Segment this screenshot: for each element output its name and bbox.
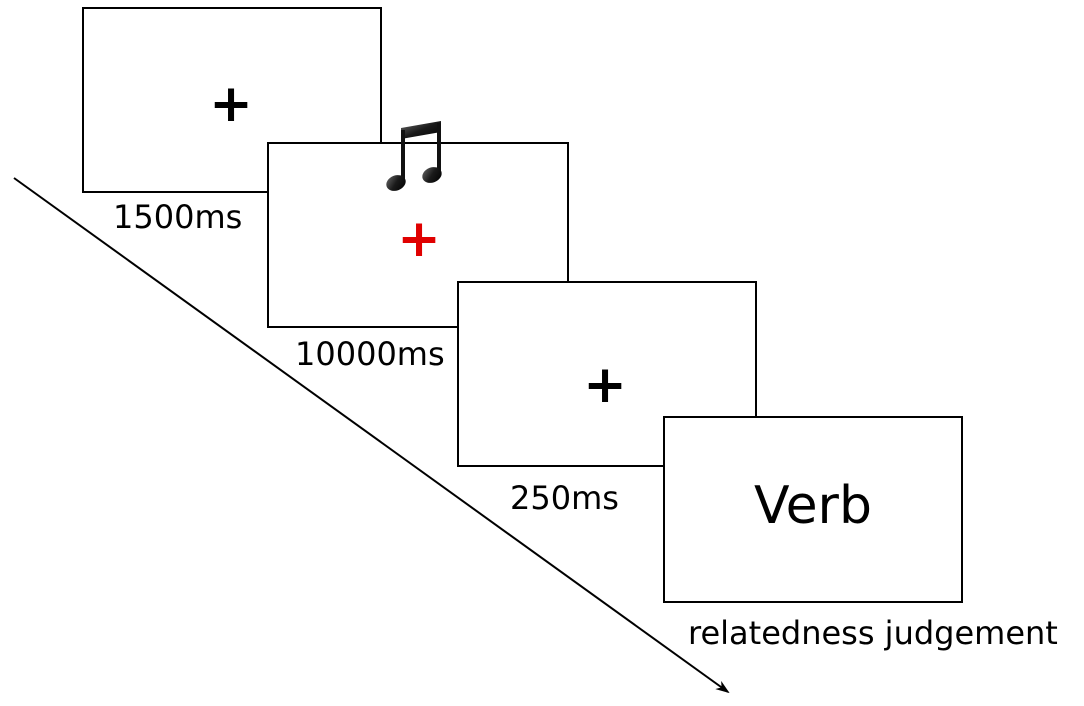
target-word-screen: Verb bbox=[663, 416, 963, 603]
duration-label: 250ms bbox=[510, 479, 619, 517]
target-word: Verb bbox=[754, 476, 872, 536]
fixation-cross: + bbox=[209, 74, 253, 134]
duration-label: 10000ms bbox=[295, 335, 445, 373]
fixation-cross: + bbox=[583, 355, 627, 415]
duration-label: 1500ms bbox=[113, 198, 243, 236]
music-note-icon bbox=[386, 121, 442, 191]
task-label: relatedness judgement bbox=[688, 614, 1058, 652]
red-fixation-cross: + bbox=[397, 209, 441, 269]
